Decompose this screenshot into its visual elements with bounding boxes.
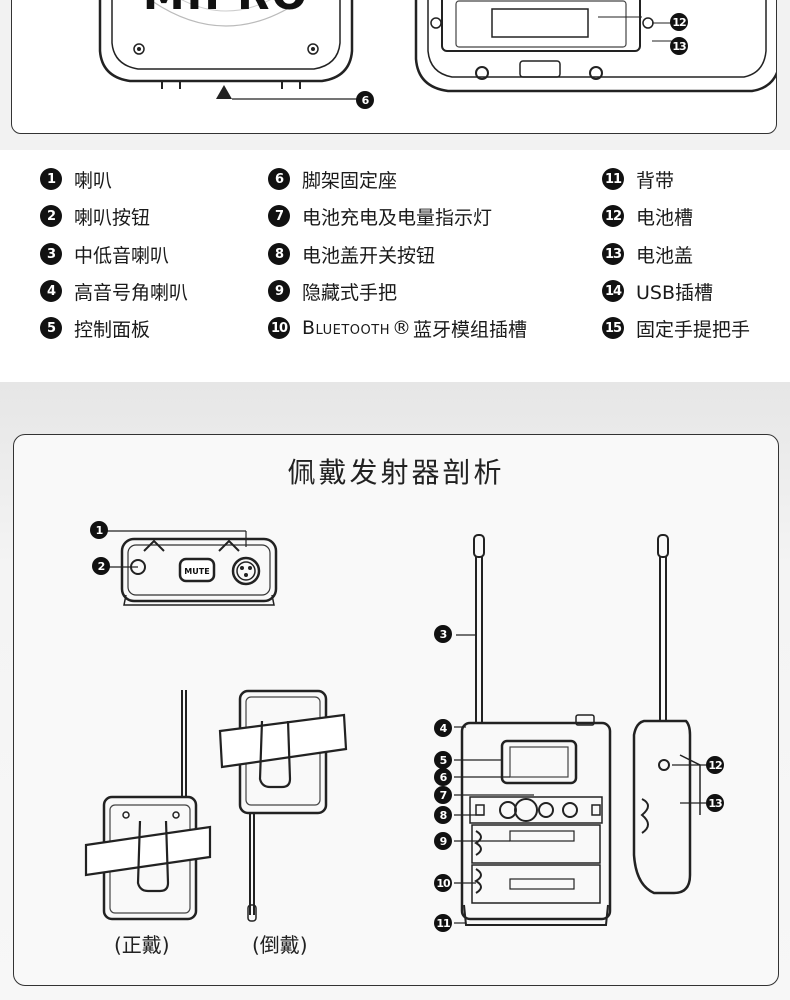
legend-label: 控制面板 [74,318,151,341]
legend-label: 电池盖开关按钮 [302,244,436,267]
number-badge: 15 [602,317,624,339]
number-badge: 3 [40,243,62,265]
callout-6-top: 6 [356,91,374,109]
legend-label: 固定手提把手 [636,318,751,341]
legend-item-15: 15 固定手提把手 [602,316,751,341]
number-badge: 2 [40,205,62,227]
legend-label: 背带 [636,169,675,192]
callout-13-top: 13 [670,37,688,55]
legend-label: 中低音喇叭 [74,244,170,267]
number-badge: 4 [40,280,62,302]
brand-text: MIPRO [143,0,309,19]
callout-12-top: 12 [670,13,688,31]
legend-label: 蓝牙模组插槽 [412,318,527,341]
callout-1: 1 [90,521,108,539]
legend-item-8: 8 电池盖开关按钮 [268,242,436,267]
caption-front-worn: (正戴) [114,933,170,957]
top-view-drawing: MUTE [100,530,278,606]
legend-item-13: 13 电池盖 [602,242,694,267]
callout-7: 7 [434,786,452,804]
front-worn-drawing [84,690,212,921]
transmitter-drawings: MUTE [84,530,706,926]
legend-item-10: 10 Bluetooth ® 蓝牙模组插槽 [268,316,527,341]
number-badge: 1 [40,168,62,190]
legend-item-12: 12 电池槽 [602,204,694,229]
legend-item-11: 11 背带 [602,167,675,192]
callout-4: 4 [434,719,452,737]
legend-item-6: 6 脚架固定座 [268,167,398,192]
legend-item-2: 2 喇叭按钮 [40,204,151,229]
legend-label: 电池盖 [636,244,694,267]
callout-11: 11 [434,914,452,932]
legend-item-3: 3 中低音喇叭 [40,242,170,267]
parts-legend: 1 喇叭 2 喇叭按钮 3 中低音喇叭 4 高音号角喇叭 5 控制面板 6 脚架… [0,150,790,382]
number-badge: 10 [268,317,290,339]
legend-label: 喇叭 [74,169,113,192]
callout-8: 8 [434,806,452,824]
callout-2: 2 [92,557,110,575]
registered-mark: ® [391,317,411,339]
legend-item-14: 14 USB插槽 [602,279,714,304]
legend-item-9: 9 隐藏式手把 [268,279,398,304]
number-badge: 5 [40,317,62,339]
bluetooth-label: Bluetooth [302,317,390,339]
legend-item-1: 1 喇叭 [40,167,113,192]
callout-3: 3 [434,625,452,643]
number-badge: 11 [602,168,624,190]
section-title: 佩戴发射器剖析 [287,456,505,489]
legend-label: 隐藏式手把 [302,281,398,304]
number-badge: 12 [602,205,624,227]
callout-6: 6 [434,768,452,786]
front-open-view-drawing [454,534,612,926]
legend-label: 脚架固定座 [302,169,398,192]
legend-label: 喇叭按钮 [74,206,151,229]
legend-item-4: 4 高音号角喇叭 [40,279,189,304]
number-badge: 7 [268,205,290,227]
transmitter-anatomy-panel: 佩戴发射器剖析 MUTE [13,434,779,986]
number-badge: 9 [268,280,290,302]
legend-label: 电池槽 [636,206,694,229]
number-badge: 13 [602,243,624,265]
legend-label: 高音号角喇叭 [74,281,189,304]
callout-12: 12 [706,756,724,774]
top-illustration-panel: MIPRO 6 12 13 [11,0,777,134]
speaker-illustration: MIPRO [98,0,776,100]
callout-10: 10 [434,874,452,892]
number-badge: 14 [602,280,624,302]
side-view-drawing [632,534,706,895]
callout-13: 13 [706,794,724,812]
mute-label: MUTE [184,567,209,576]
number-badge: 8 [268,243,290,265]
reverse-worn-drawing [218,689,348,922]
caption-reverse-worn: (倒戴) [252,933,308,957]
callout-9: 9 [434,832,452,850]
legend-label: 电池充电及电量指示灯 [302,206,493,229]
number-badge: 6 [268,168,290,190]
callout-5: 5 [434,751,452,769]
legend-item-7: 7 电池充电及电量指示灯 [268,204,493,229]
legend-label: USB插槽 [636,281,714,304]
legend-item-5: 5 控制面板 [40,316,151,341]
